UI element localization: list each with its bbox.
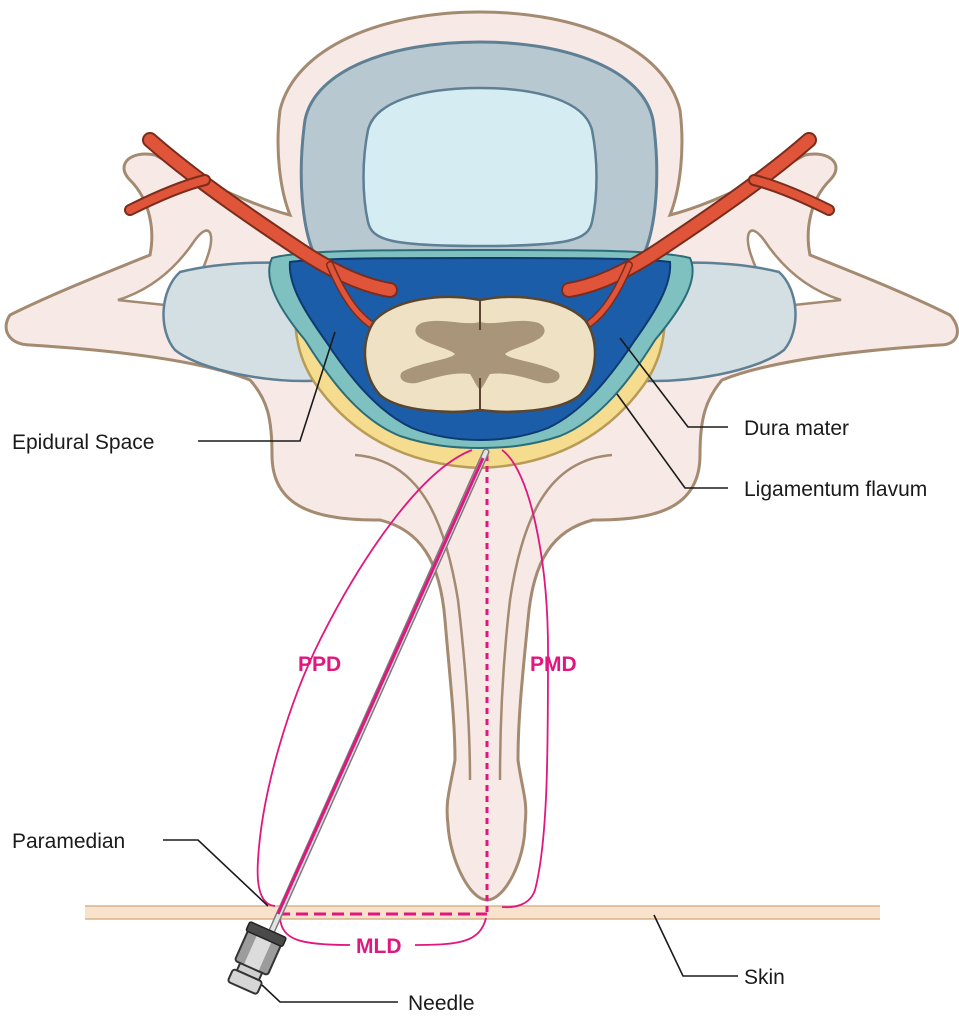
label-ligamentum-flavum: Ligamentum flavum: [744, 478, 927, 501]
label-epidural-space: Epidural Space: [12, 431, 154, 454]
label-skin: Skin: [744, 966, 785, 989]
label-ppd: PPD: [298, 653, 341, 676]
label-pmd: PMD: [530, 653, 577, 676]
label-paramedian: Paramedian: [12, 830, 125, 853]
label-dura-mater: Dura mater: [744, 417, 849, 440]
vertebral-body-core: [364, 88, 597, 246]
label-needle: Needle: [408, 992, 475, 1015]
label-mld: MLD: [356, 935, 402, 958]
